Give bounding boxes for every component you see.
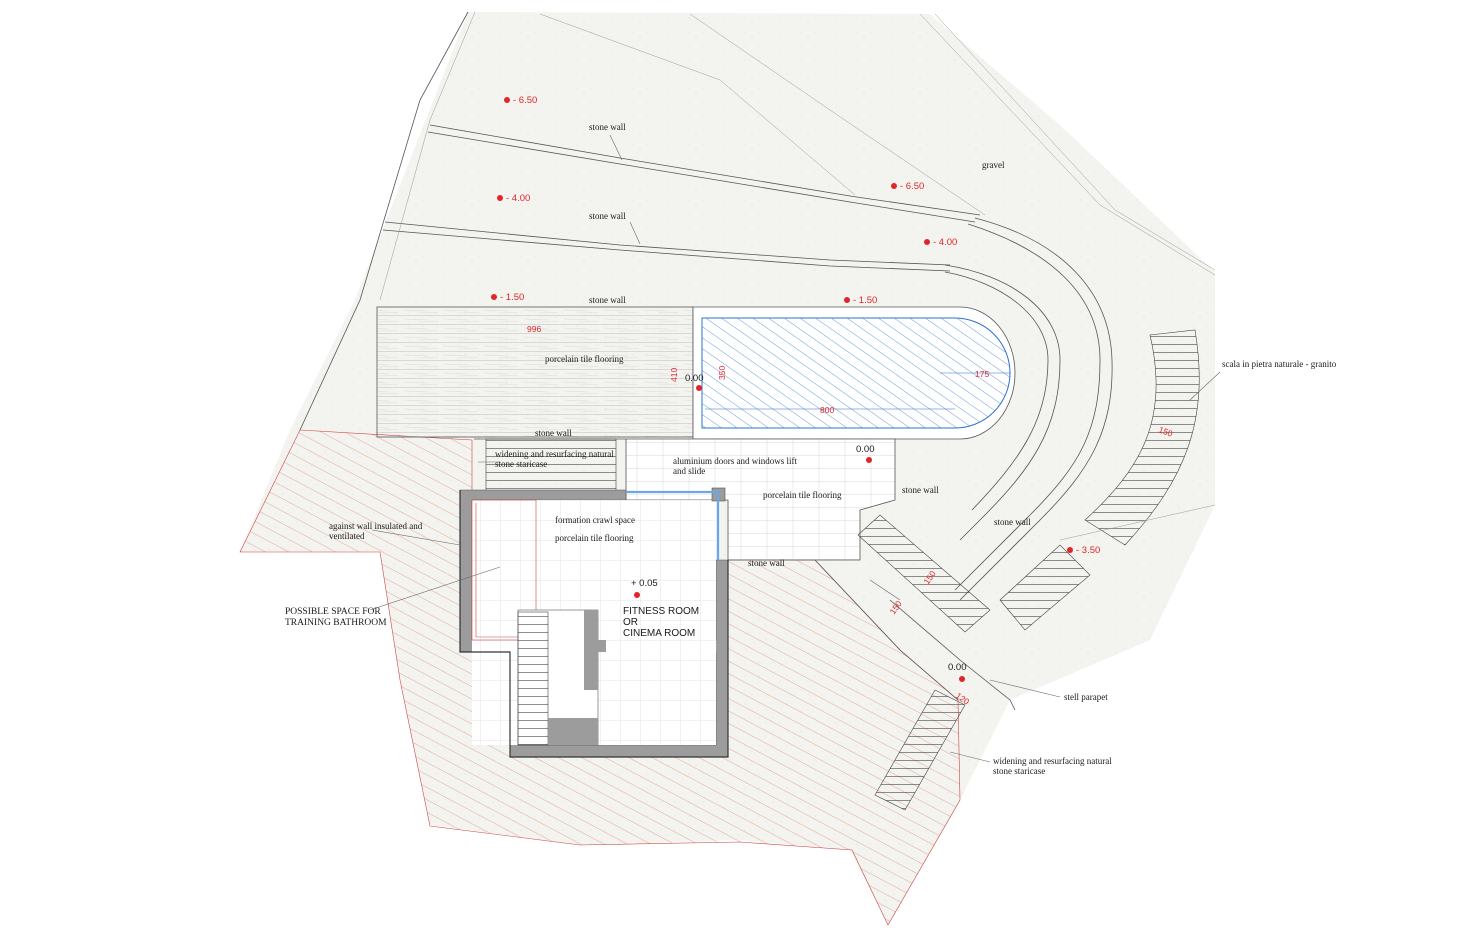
label-widening-2a: widening and resurfacing natural bbox=[993, 756, 1112, 766]
label-fitness-1: FITNESS ROOM bbox=[623, 606, 699, 617]
level-marker-icon bbox=[891, 183, 897, 189]
label-against-a: against wall insulated and bbox=[329, 521, 423, 531]
label-possible-b: TRAINING BATHROOM bbox=[285, 618, 387, 628]
level-l10: - 3.50 bbox=[1076, 545, 1100, 556]
level-l4: - 4.00 bbox=[933, 237, 957, 248]
level-marker-icon bbox=[491, 294, 497, 300]
dim-150a: 150 bbox=[1157, 424, 1174, 438]
outdoor-staircases bbox=[814, 329, 1216, 811]
annotation-leaders bbox=[369, 134, 1221, 763]
fitness-building bbox=[459, 487, 729, 758]
dim-800: 800 bbox=[820, 405, 834, 415]
level-marker-icon bbox=[924, 239, 930, 245]
label-widening-2b: stone staricase bbox=[993, 766, 1045, 776]
dim-175: 175 bbox=[975, 369, 989, 379]
label-crawl-space: formation crawl space bbox=[555, 515, 635, 525]
dim-996: 996 bbox=[527, 324, 541, 334]
label-fitness-2: OR bbox=[623, 617, 638, 628]
level-l9: + 0.05 bbox=[631, 578, 658, 589]
label-scala: scala in pietra naturale - granito bbox=[1222, 359, 1337, 369]
level-marker-icon bbox=[696, 385, 702, 391]
label-stone-wall-4: stone wall bbox=[535, 428, 572, 438]
dim-350: 350 bbox=[717, 366, 727, 380]
level-l6: - 1.50 bbox=[853, 295, 877, 306]
label-aluminium-a: aluminium doors and windows lift bbox=[673, 456, 797, 466]
level-l8: 0.00 bbox=[856, 444, 875, 455]
level-markers: - 6.50 - 6.50 - 4.00 - 4.00 - 1.50 - 1.5… bbox=[491, 95, 1100, 682]
level-l5: - 1.50 bbox=[500, 292, 524, 303]
label-stone-wall-6: stone wall bbox=[994, 517, 1031, 527]
plaza-tile-flooring bbox=[474, 438, 896, 561]
level-l11: 0.00 bbox=[948, 662, 967, 673]
label-porcelain-2: porcelain tile flooring bbox=[763, 490, 842, 500]
level-marker-icon bbox=[959, 676, 965, 682]
label-widening-1a: widening and resurfacing natural bbox=[495, 449, 614, 459]
label-porcelain-1: porcelain tile flooring bbox=[545, 354, 624, 364]
level-l1: - 6.50 bbox=[513, 95, 537, 106]
label-fitness-3: CINEMA ROOM bbox=[623, 628, 695, 639]
level-l2: - 6.50 bbox=[900, 181, 924, 192]
label-aluminium-b: and slide bbox=[673, 466, 705, 476]
level-marker-icon bbox=[634, 592, 640, 598]
porcelain-deck bbox=[376, 306, 694, 438]
label-stone-wall-7: stone wall bbox=[748, 558, 785, 568]
label-widening-1b: stone staricase bbox=[495, 459, 547, 469]
label-stone-wall-1: stone wall bbox=[589, 122, 626, 132]
level-marker-icon bbox=[1067, 547, 1073, 553]
label-stone-wall-3: stone wall bbox=[589, 295, 626, 305]
label-possible-a: POSSIBLE SPACE FOR bbox=[285, 607, 381, 617]
dim-410: 410 bbox=[669, 368, 679, 382]
level-l3: - 4.00 bbox=[506, 193, 530, 204]
stone-walls bbox=[299, 11, 1113, 601]
label-parapet: stell parapet bbox=[1064, 692, 1108, 702]
level-marker-icon bbox=[844, 297, 850, 303]
label-stone-wall-5: stone wall bbox=[902, 485, 939, 495]
text-labels: stone wall stone wall stone wall stone w… bbox=[285, 122, 1337, 776]
level-marker-icon bbox=[497, 195, 503, 201]
label-stone-wall-2: stone wall bbox=[589, 211, 626, 221]
label-against-b: ventilated bbox=[329, 531, 365, 541]
label-porcelain-3: porcelain tile flooring bbox=[555, 533, 634, 543]
level-marker-icon bbox=[504, 97, 510, 103]
label-gravel: gravel bbox=[982, 160, 1005, 170]
swimming-pool bbox=[692, 306, 1016, 440]
level-marker-icon bbox=[866, 457, 872, 463]
dimension-labels: 996 410 350 800 175 150 150 150 120 bbox=[527, 324, 1174, 707]
level-l7: 0.00 bbox=[685, 373, 704, 384]
